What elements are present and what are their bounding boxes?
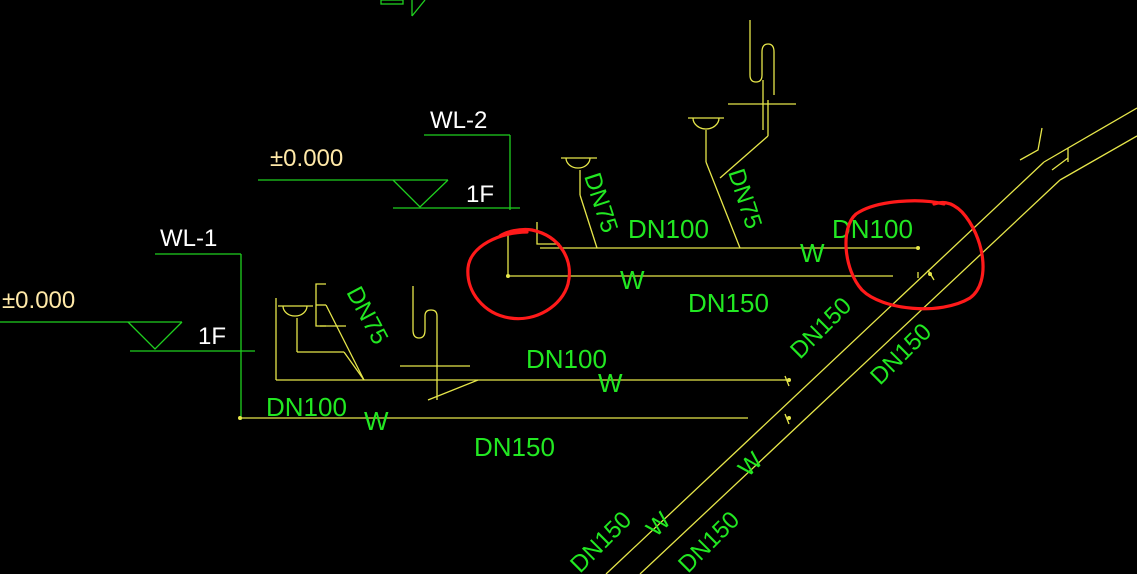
pipe-label-dn150-b: DN150 xyxy=(474,432,555,462)
pipe-label-dn75-b: DN75 xyxy=(722,166,767,233)
main-label-dn150-d: DN150 xyxy=(565,506,637,574)
pipe-label-dn100-a: DN100 xyxy=(628,214,709,244)
pipe-label-dn100-d: DN100 xyxy=(266,392,347,422)
floor-label-mid: 1F xyxy=(466,181,494,208)
leader-lines xyxy=(0,0,520,420)
elevation-label-left: ±0.000 xyxy=(2,287,75,314)
pipe-label-dn75-a: DN75 xyxy=(578,170,623,237)
elev-left-triangle xyxy=(127,321,183,350)
red-circle-left xyxy=(466,227,571,321)
main-w-label-a: W xyxy=(733,447,768,482)
wl2-label: WL-2 xyxy=(430,107,487,134)
main-label-dn150-a: DN150 xyxy=(785,292,857,364)
wl1-label: WL-1 xyxy=(160,225,217,252)
top-fragment-box xyxy=(380,0,404,5)
pipe-label-dn100-b: DN100 xyxy=(832,214,913,244)
pipe-w-label-a: W xyxy=(800,238,825,268)
red-circle-right xyxy=(844,199,985,311)
main-pipe-a xyxy=(605,161,1045,574)
pipe-w-label-c: W xyxy=(598,368,623,398)
main-label-dn150-c: DN150 xyxy=(673,506,745,574)
pipe-w-label-b: W xyxy=(620,265,645,295)
pipe-w-label-d: W xyxy=(364,406,389,436)
floor-label-left: 1F xyxy=(198,323,226,350)
main-pipe-b xyxy=(639,179,1061,574)
elev-mid-triangle xyxy=(392,179,449,208)
pipe-label-dn150-a: DN150 xyxy=(688,288,769,318)
pipe-nodes xyxy=(238,246,932,420)
red-annotations xyxy=(466,199,985,321)
elevation-label-mid: ±0.000 xyxy=(270,145,343,172)
pipe-label-dn75-c: DN75 xyxy=(341,282,394,349)
pipe-label-dn100-c: DN100 xyxy=(526,344,607,374)
